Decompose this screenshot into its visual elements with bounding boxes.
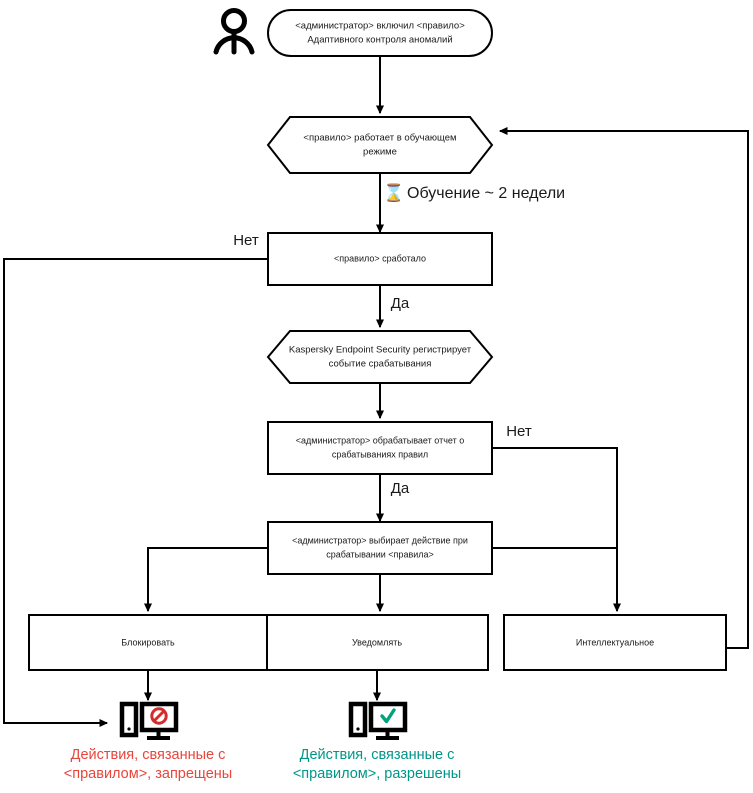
edge-choose-to-block	[143, 547, 268, 613]
kes-registers-line-1: Kaspersky Endpoint Security регистрирует	[289, 345, 472, 356]
edge-report-no-to-smart	[492, 447, 621, 613]
learning-mode-node[interactable]: <правило> работает в обучающем режиме	[266, 116, 494, 174]
outcome-denied-line-2: <правилом>, запрещены	[64, 766, 232, 782]
admin-selects-line-2: срабатывании <правила>	[326, 549, 434, 559]
learning-mode-line-2: режиме	[363, 147, 397, 158]
admin-processes-report-node[interactable]: <администратор> обрабатывает отчет о сра…	[267, 421, 493, 475]
action-smart-node[interactable]: Интеллектуальное	[503, 614, 727, 671]
edge-triggered-no-to-denied	[3, 258, 268, 728]
learning-timer-label: Обучение ~ 2 недели	[407, 185, 565, 202]
rule-enabled-line-1: <администратор> включил <правило>	[295, 21, 465, 32]
action-block-node[interactable]: Блокировать	[28, 614, 268, 671]
learning-mode-line-1: <правило> работает в обучающем	[303, 133, 456, 144]
action-notify-node[interactable]: Уведомлять	[266, 614, 489, 671]
admin-report-line-2: срабатываниях правил	[332, 449, 428, 459]
hourglass-icon: ⌛	[383, 182, 404, 202]
edge-smart-back-to-learning	[498, 126, 749, 649]
edge-label-triggered-yes: Да	[391, 295, 410, 312]
rule-enabled-node[interactable]: <администратор> включил <правило> Адапти…	[267, 9, 493, 57]
kes-registers-event-node[interactable]: Kaspersky Endpoint Security регистрирует…	[266, 330, 494, 384]
computer-blocked-icon	[119, 701, 179, 740]
outcome-allowed-line-2: <правилом>, разрешены	[293, 766, 461, 782]
person-icon	[213, 8, 255, 55]
rule-enabled-line-2: Адаптивного контроля аномалий	[307, 35, 452, 46]
edge-label-report-yes: Да	[391, 480, 410, 497]
action-smart-label: Интеллектуальное	[576, 637, 654, 647]
admin-report-line-1: <администратор> обрабатывает отчет о	[296, 435, 464, 445]
rule-triggered-label: <правило> сработало	[334, 253, 426, 263]
rule-triggered-node[interactable]: <правило> сработало	[267, 232, 493, 286]
action-block-label: Блокировать	[121, 637, 175, 647]
edge-label-report-no: Нет	[506, 423, 532, 440]
outcome-allowed-line-1: Действия, связанные с	[300, 747, 455, 763]
kes-registers-line-2: событие срабатывания	[329, 359, 432, 370]
action-notify-label: Уведомлять	[352, 637, 402, 647]
outcome-denied-line-1: Действия, связанные с	[71, 747, 226, 763]
computer-allowed-icon	[348, 701, 408, 740]
admin-selects-action-node[interactable]: <администратор> выбирает действие при ср…	[267, 521, 493, 575]
edge-label-triggered-no: Нет	[233, 232, 259, 249]
admin-selects-line-1: <администратор> выбирает действие при	[292, 535, 468, 545]
